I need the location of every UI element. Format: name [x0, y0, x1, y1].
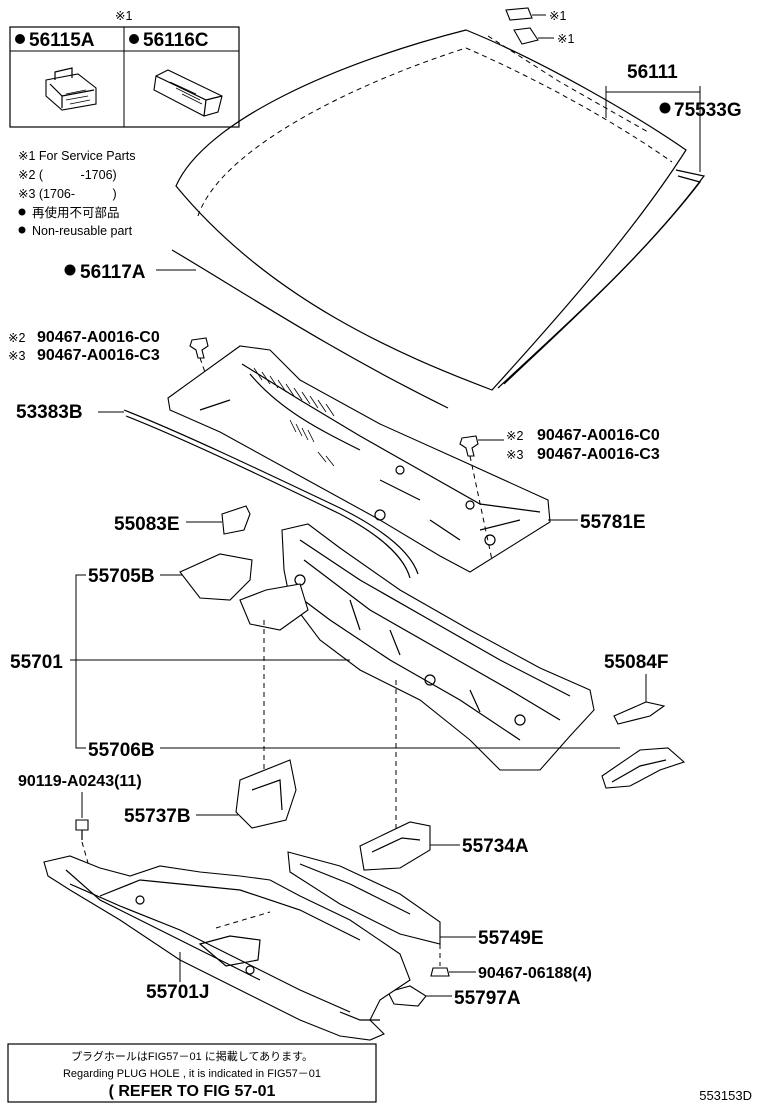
callout-group-55701: 55705B 55701 55706B [10, 566, 620, 761]
windshield-fastener-mark: ※1 [557, 32, 574, 46]
note-non-reusable-en: Non-reusable part [32, 224, 133, 238]
part-75533g[interactable]: 75533G [674, 100, 742, 121]
note-frame [7, 1043, 377, 1103]
part-55749e[interactable]: 55749E [478, 928, 544, 949]
part-55701[interactable]: 55701 [10, 652, 63, 673]
panel-55749e: 55749E [287, 851, 544, 949]
part-90467-a0016-c0[interactable]: 90467-A0016-C0 [37, 329, 160, 346]
callout-56117a: 56117A [64, 262, 196, 283]
footer-note: プラグホールはFIG57－01 に掲載してあります。 Regarding PLU… [7, 1043, 377, 1103]
part-55734a[interactable]: 55734A [462, 836, 529, 857]
clip-icon [189, 337, 209, 359]
part-55083e[interactable]: 55083E [114, 514, 180, 535]
note-plug-hole-en: Regarding PLUG HOLE , it is indicated in… [63, 1068, 321, 1080]
non-reusable-dot-icon [659, 102, 671, 114]
bracket-55737b: 55737B [124, 759, 297, 829]
weatherstrip-53383b: 53383B [16, 402, 419, 579]
clip-56116c-icon [153, 69, 223, 117]
note-non-reusable-jp: 再使用不可部品 [32, 205, 120, 220]
figure-code: 553153D [699, 1088, 752, 1103]
bracket-55706b [601, 747, 686, 789]
bolt-90119: 90119-A0243(11) [18, 773, 142, 871]
notes: ※1 For Service Parts ※2 ( -1706) ※3 (170… [18, 149, 135, 238]
bracket-55084f: 55084F [604, 652, 668, 725]
non-reusable-dot-icon [129, 34, 139, 44]
fastener-icon [513, 27, 539, 45]
part-55797a[interactable]: 55797A [454, 988, 521, 1009]
bullet-dot-icon [18, 208, 26, 216]
clip-icon [459, 435, 479, 457]
bracket-55797a: 55797A [387, 985, 521, 1009]
part-55701j[interactable]: 55701J [146, 982, 209, 1003]
mark-3: ※3 [506, 448, 523, 462]
clip-56115a-icon [45, 67, 97, 111]
note-refer-fig[interactable]: ( REFER TO FIG 57-01 [109, 1083, 276, 1100]
part-90467-a0016-c3-mid[interactable]: 90467-A0016-C3 [537, 446, 660, 463]
callout-55781e: 55781E [548, 512, 646, 533]
bracket-55083e: 55083E [114, 505, 251, 535]
part-55781e[interactable]: 55781E [580, 512, 646, 533]
callout-55701j: 55701J [146, 952, 209, 1003]
mark-2: ※2 [8, 331, 25, 345]
note-service-parts: ※1 For Service Parts [18, 149, 135, 163]
part-90119-a0243[interactable]: 90119-A0243(11) [18, 773, 142, 790]
legend-box: ※1 56115A 56116C [9, 9, 240, 128]
part-56117a[interactable]: 56117A [80, 262, 146, 283]
windshield-clip-mark: ※1 [549, 9, 566, 23]
bolt-icon [75, 819, 89, 831]
callout-56111: 56111 75533G [605, 62, 742, 172]
note-mark-3: ※3 (1706- ) [18, 187, 117, 201]
part-90467-06188[interactable]: 90467-06188(4) [478, 965, 592, 982]
clip-icon [505, 7, 533, 21]
bullet-dot-icon [18, 226, 26, 234]
clip-icon [430, 967, 450, 977]
clip-90467-06188: 90467-06188(4) [430, 944, 592, 982]
legend-header-mark: ※1 [115, 9, 132, 23]
windshield-clips: ※1 ※1 [505, 7, 574, 46]
note-plug-hole-jp: プラグホールはFIG57－01 に掲載してあります。 [71, 1049, 313, 1063]
legend-part-56115a[interactable]: 56115A [29, 30, 95, 51]
non-reusable-dot-icon [15, 34, 25, 44]
note-mark-2: ※2 ( -1706) [18, 168, 117, 182]
part-90467-a0016-c0-mid[interactable]: 90467-A0016-C0 [537, 427, 660, 444]
callout-clip-top: ※2 90467-A0016-C0 ※3 90467-A0016-C3 [8, 329, 213, 393]
part-55737b[interactable]: 55737B [124, 806, 191, 827]
bracket-55734a: 55734A [359, 821, 529, 871]
cowl-louver [167, 345, 551, 573]
mark-3: ※3 [8, 349, 25, 363]
cowl-panel [179, 523, 595, 771]
part-56111[interactable]: 56111 [627, 62, 678, 83]
legend-part-56116c[interactable]: 56116C [143, 30, 209, 51]
part-55706b[interactable]: 55706B [88, 740, 155, 761]
part-55084f[interactable]: 55084F [604, 652, 668, 673]
part-55705b[interactable]: 55705B [88, 566, 155, 587]
callout-clip-mid: ※2 90467-A0016-C0 ※3 90467-A0016-C3 [459, 427, 660, 561]
insulator-55701j [43, 855, 411, 1041]
non-reusable-dot-icon [64, 264, 76, 276]
part-53383b[interactable]: 53383B [16, 402, 83, 423]
part-90467-a0016-c3[interactable]: 90467-A0016-C3 [37, 347, 160, 364]
mark-2: ※2 [506, 429, 523, 443]
windshield-glass [171, 29, 706, 409]
